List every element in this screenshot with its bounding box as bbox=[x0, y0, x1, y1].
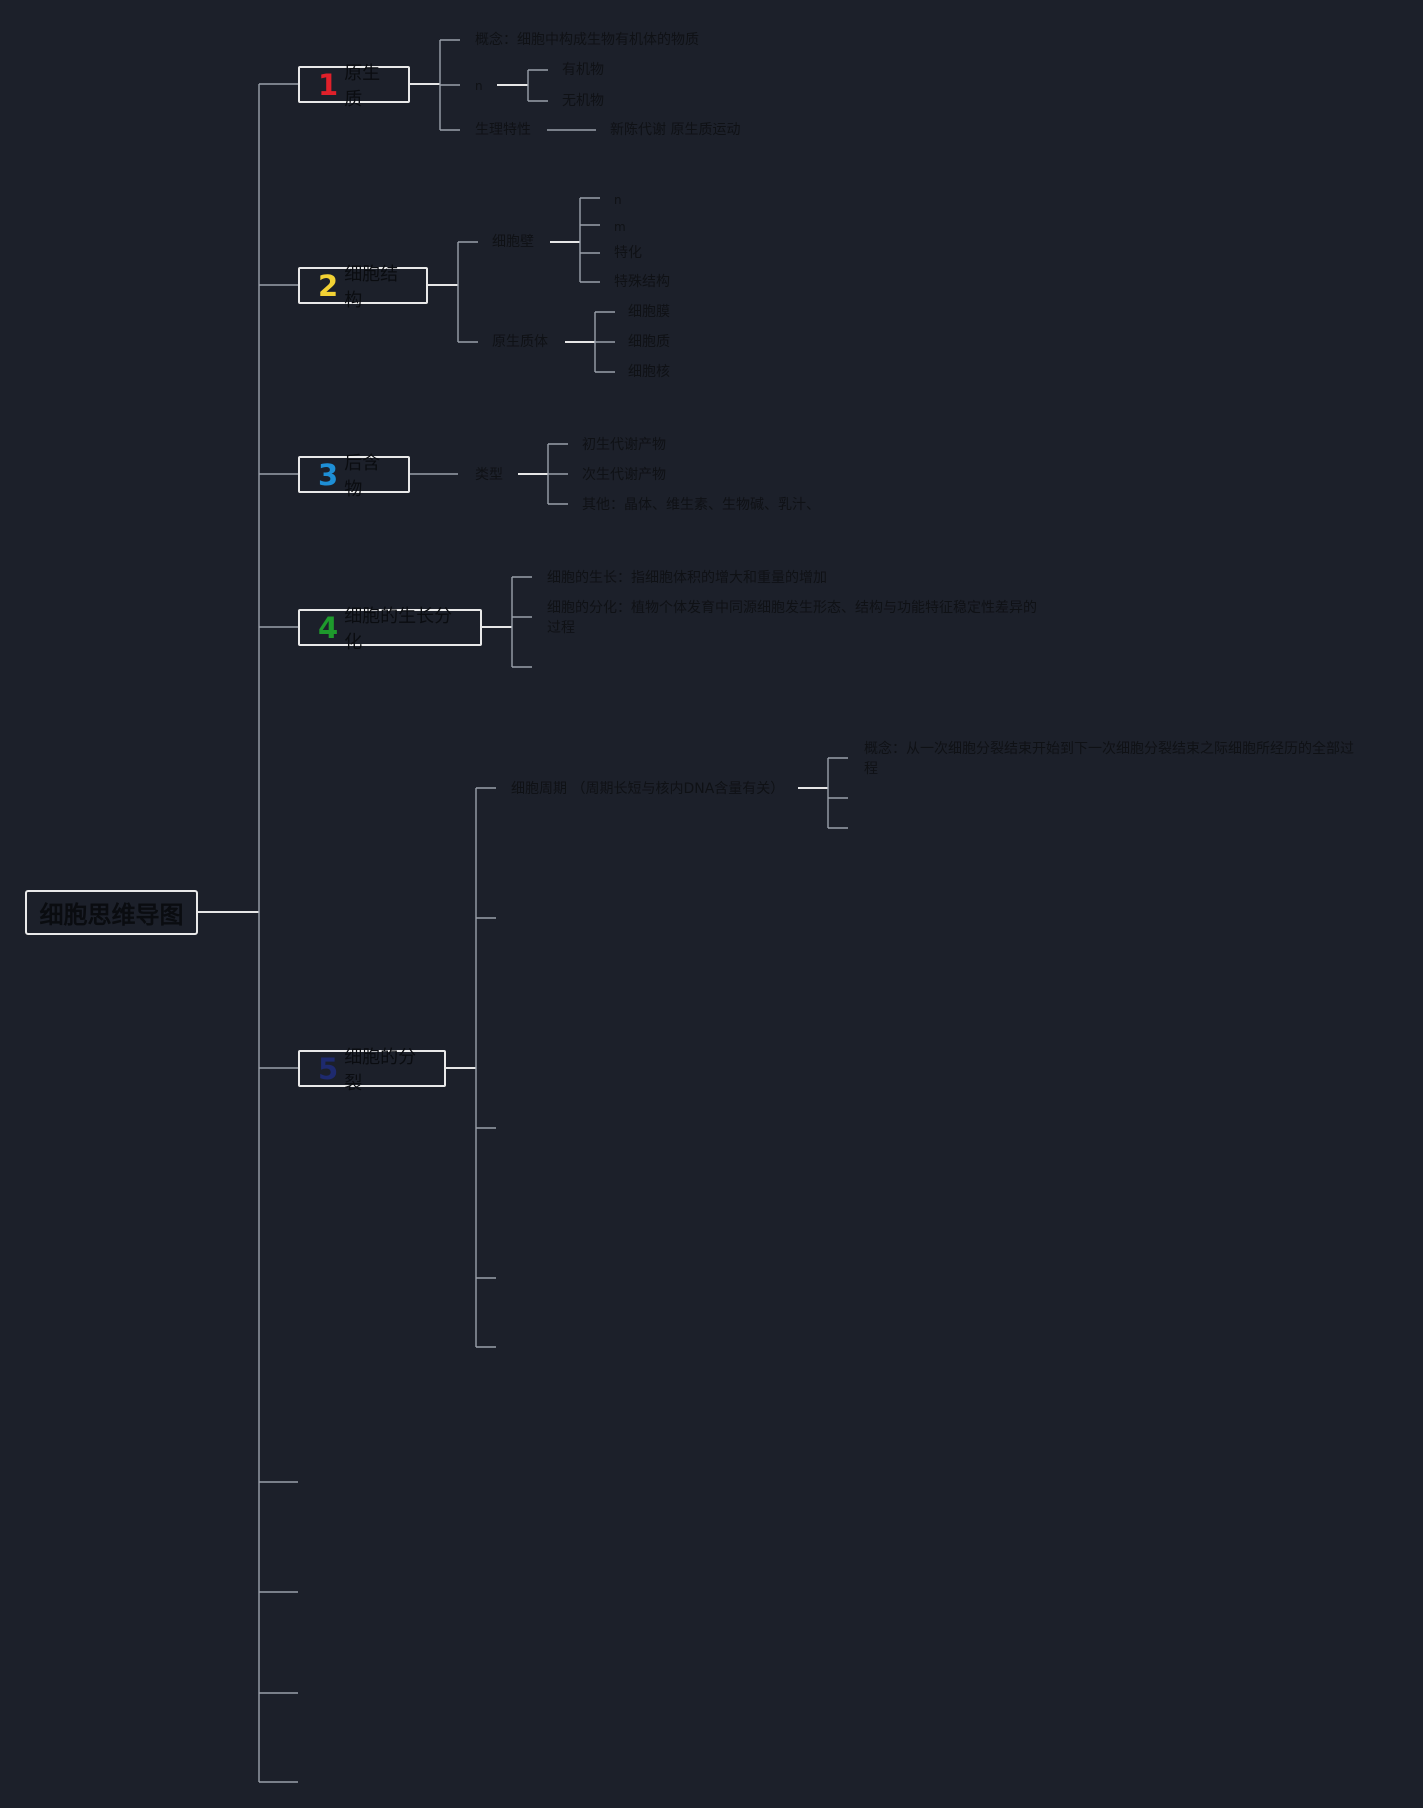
b1-physio-detail: 新陈代谢 原生质运动 bbox=[610, 122, 741, 138]
b1-physio: 生理特性 bbox=[475, 122, 531, 138]
branch-2-number: 2 bbox=[318, 268, 339, 303]
b1-n: n bbox=[475, 79, 483, 93]
branch-5-number: 5 bbox=[318, 1051, 339, 1086]
b3-type: 类型 bbox=[475, 467, 503, 483]
branch-3-label: 后含物 bbox=[344, 452, 381, 500]
branch-1-label: 原生质 bbox=[344, 62, 381, 110]
b3-primary: 初生代谢产物 bbox=[582, 437, 666, 453]
b1-concept: 概念：细胞中构成生物有机体的物质 bbox=[475, 32, 699, 48]
branch-1-node[interactable]: 1 原生质 bbox=[298, 63, 410, 110]
b3-other: 其他：晶体、维生素、生物碱、乳汁、 bbox=[582, 497, 820, 513]
branch-5-label: 细胞的分裂 bbox=[344, 1046, 417, 1094]
b1-inorganic: 无机物 bbox=[562, 93, 604, 109]
b5-cycle-concept: 概念：从一次细胞分裂结束开始到下一次细胞分裂结束之际细胞所经历的全部过程 bbox=[864, 741, 1354, 777]
root-label: 细胞思维导图 bbox=[39, 901, 184, 929]
b2-nucleus: 细胞核 bbox=[628, 364, 670, 380]
branch-3-number: 3 bbox=[318, 457, 339, 492]
b2-wall-m: m bbox=[614, 220, 626, 234]
branch-2-node[interactable]: 2 细胞结构 bbox=[298, 264, 428, 311]
branch-5-node[interactable]: 5 细胞的分裂 bbox=[298, 1047, 446, 1094]
b2-wall-n: n bbox=[614, 193, 622, 207]
b2-wall-special: 特化 bbox=[614, 245, 642, 261]
b2-wall-structure: 特殊结构 bbox=[614, 274, 670, 290]
b4-growth: 细胞的生长：指细胞体积的增大和重量的增加 bbox=[547, 570, 827, 586]
b5-cycle: 细胞周期 （周期长短与核内DNA含量有关） bbox=[511, 781, 785, 797]
branch-4-label: 细胞的生长分化 bbox=[344, 605, 453, 653]
branch-4-node[interactable]: 4 细胞的生长分化 bbox=[298, 606, 482, 653]
b2-protoplast: 原生质体 bbox=[492, 334, 548, 350]
b2-membrane: 细胞膜 bbox=[628, 304, 670, 320]
b4-diff: 细胞的分化：植物个体发育中同源细胞发生形态、结构与功能特征稳定性差异的过程 bbox=[547, 600, 1037, 636]
branch-1-number: 1 bbox=[318, 67, 339, 102]
branch-2-label: 细胞结构 bbox=[344, 263, 399, 311]
b2-wall: 细胞壁 bbox=[492, 234, 534, 250]
b3-secondary: 次生代谢产物 bbox=[582, 467, 666, 483]
b2-cytoplasm: 细胞质 bbox=[628, 334, 670, 350]
branch-4-number: 4 bbox=[318, 610, 339, 645]
branch-3-node[interactable]: 3 后含物 bbox=[298, 453, 410, 500]
root-node[interactable]: 细胞思维导图 bbox=[25, 890, 198, 935]
b1-organic: 有机物 bbox=[562, 62, 604, 78]
